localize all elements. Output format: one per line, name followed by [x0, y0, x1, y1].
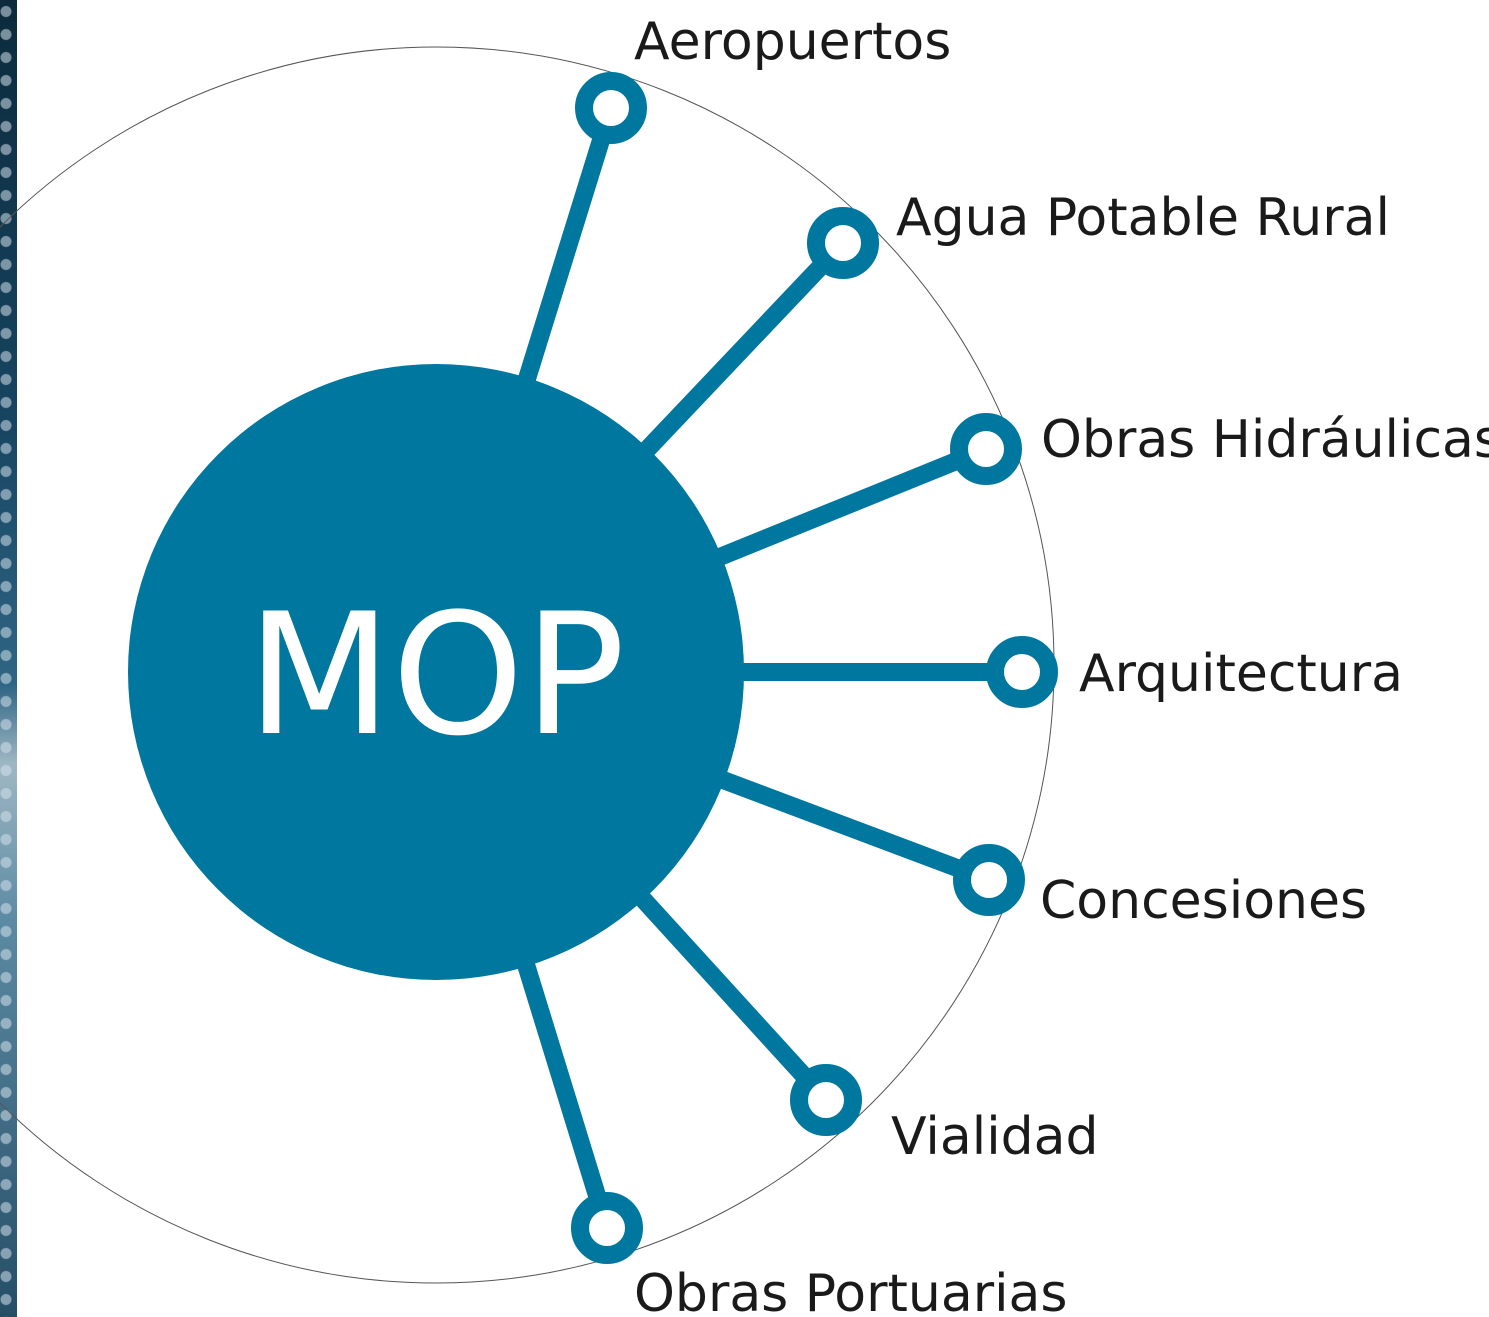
node-obras-portuarias [571, 1192, 643, 1264]
node-agua-potable-rural [807, 207, 879, 279]
label-concesiones: Concesiones [1040, 871, 1367, 931]
node-arquitectura [986, 636, 1058, 708]
center-label: MOP [247, 577, 626, 773]
label-obras-portuarias: Obras Portuarias [634, 1264, 1068, 1317]
branch-labels: Aeropuertos Agua Potable Rural Obras Hid… [634, 12, 1489, 1317]
node-aeropuertos [575, 72, 647, 144]
label-aeropuertos: Aeropuertos [634, 12, 951, 72]
background-pattern [0, 0, 17, 1317]
label-vialidad: Vialidad [891, 1107, 1099, 1167]
node-obras-hidraulicas [950, 413, 1022, 485]
node-concesiones [953, 844, 1025, 916]
background-photo-strip [0, 0, 17, 1317]
branch-nodes [571, 72, 1058, 1264]
label-arquitectura: Arquitectura [1079, 644, 1403, 704]
node-vialidad [790, 1064, 862, 1136]
center-node [128, 364, 744, 980]
label-agua-potable-rural: Agua Potable Rural [896, 188, 1390, 248]
label-obras-hidraulicas: Obras Hidráulicas [1041, 410, 1489, 470]
